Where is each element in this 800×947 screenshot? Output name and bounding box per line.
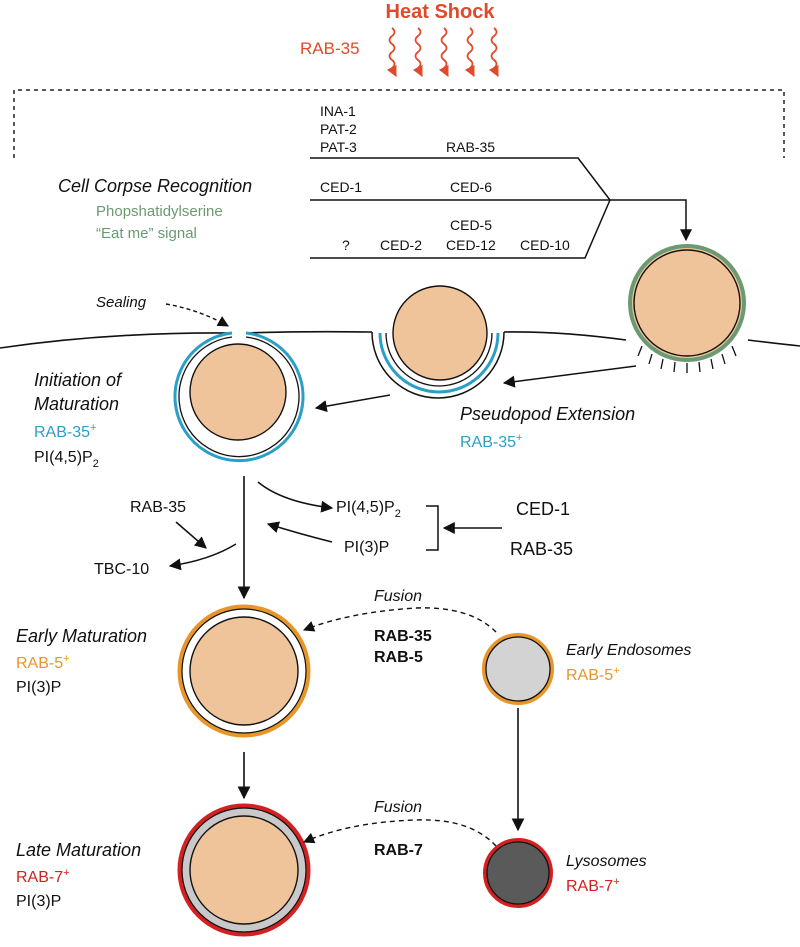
early-fusion-arrow [302, 607, 497, 633]
heat-shock-title: Heat Shock [386, 1, 496, 23]
tbc10-label: TBC-10 [94, 561, 149, 578]
late-maturation-group: Late Maturation RAB-7+ PI(3)P Fusion RAB… [16, 799, 647, 937]
fusion-rab7-label: RAB-7 [374, 842, 423, 859]
ina1-label: INA-1 [320, 103, 356, 119]
pat2-label: PAT-2 [320, 121, 357, 137]
unknown-label: ? [342, 237, 350, 253]
late-marker: RAB-7+ [16, 867, 70, 886]
pathway-to-corpse-arrow [610, 199, 692, 242]
lysosome-circle [483, 838, 553, 908]
to-tbc10-arrow [168, 543, 237, 571]
late-fusion-label: Fusion [374, 799, 422, 816]
rab35-left-label: RAB-35 [130, 499, 186, 516]
heat-squiggle-arrows [386, 27, 499, 77]
pi3p-label: PI(3)P [344, 539, 389, 556]
recognition-pathways: INA-1 PAT-2 PAT-3 RAB-35 Cell Corpse Rec… [58, 103, 692, 259]
corpse-to-pseudopod-arrow [502, 365, 637, 388]
plasma-membrane [0, 330, 800, 349]
heat-arrow-2 [412, 27, 423, 77]
ced2-label: CED-2 [380, 237, 422, 253]
ced10-label: CED-10 [520, 237, 570, 253]
sealing-label: Sealing [96, 294, 147, 311]
late-corpse-circle [189, 815, 299, 925]
late-title: Late Maturation [16, 840, 141, 860]
lysosome-label: Lysosomes [566, 853, 647, 870]
early-marker: RAB-5+ [16, 653, 70, 672]
engulfment-group: Sealing Pseudopod Extension RAB-35+ [0, 244, 800, 463]
heat-shock-group: Heat Shock RAB-35 [300, 1, 499, 77]
ced5-label: CED-5 [450, 217, 492, 233]
heat-arrow-4 [464, 27, 475, 77]
ced1-label: CED-1 [320, 179, 362, 195]
pathway-lines [310, 157, 692, 259]
fusion-rab35-label: RAB-35 [374, 628, 432, 645]
ced1-regulator-label: CED-1 [516, 499, 570, 519]
initiation-title-line1: Initiation of [34, 370, 123, 390]
receptor-spikes [637, 345, 737, 373]
pseudopod-cup [371, 285, 505, 399]
initiation-corpse-circle [189, 343, 287, 441]
initiation-title-line2: Maturation [34, 394, 119, 414]
ced12-label: CED-12 [446, 237, 496, 253]
fusion-rab5-label: RAB-5 [374, 649, 423, 666]
ced6-label: CED-6 [450, 179, 492, 195]
late-fusion-arrow [302, 819, 497, 847]
late-pip: PI(3)P [16, 893, 61, 910]
pi3p-to-phagosome-arrow [266, 521, 333, 543]
rab35-pathway-label: RAB-35 [446, 139, 495, 155]
early-endosome-circle [482, 633, 554, 705]
corpse-on-surface [628, 244, 746, 373]
pseudopod-to-initiation-arrow [314, 394, 391, 413]
pathway-line-1 [310, 157, 611, 201]
pip2-label: PI(4,5)P2 [336, 499, 401, 520]
initiation-marker: RAB-35+ [34, 422, 96, 441]
pathway-line-3 [310, 199, 611, 259]
recognition-title: Cell Corpse Recognition [58, 176, 252, 196]
pseudopod-label: Pseudopod Extension [460, 404, 635, 424]
early-title: Early Maturation [16, 626, 147, 646]
corpse-cell-circle [628, 244, 746, 362]
pseudopod-marker: RAB-35+ [460, 432, 522, 451]
regulation-bracket [426, 505, 439, 551]
ps-signal-line1: Phopshatidylserine [96, 203, 223, 220]
regulation-group: RAB-35 TBC-10 PI(4,5)P2 PI(3)P CED-1 RAB… [94, 476, 573, 600]
heat-arrow-3 [438, 27, 449, 77]
rab35-regulator-label: RAB-35 [510, 539, 573, 559]
early-endosome-label: Early Endosomes [566, 642, 691, 659]
rab35-to-tbc10-arrow [175, 521, 207, 549]
heat-arrow-1 [386, 27, 397, 77]
heat-arrow-5 [488, 27, 499, 77]
pat3-label: PAT-3 [320, 139, 357, 155]
early-endosome-marker: RAB-5+ [566, 665, 620, 684]
heat-shock-bracket [13, 89, 785, 158]
early-fusion-label: Fusion [374, 588, 422, 605]
early-pip: PI(3)P [16, 679, 61, 696]
initiation-labels: Initiation of Maturation RAB-35+ PI(4,5)… [34, 370, 123, 470]
early-corpse-circle [189, 616, 299, 726]
sealing-arrow [165, 303, 229, 327]
pseudopod-corpse-circle [392, 285, 488, 381]
to-pip2-arrow [257, 481, 334, 513]
ps-signal-line2: “Eat me” signal [96, 225, 197, 242]
early-maturation-group: Early Maturation RAB-5+ PI(3)P Fusion RA… [16, 588, 691, 738]
initiation-pip: PI(4,5)P2 [34, 449, 99, 470]
corpse-cell-outline [633, 249, 741, 357]
lysosome-marker: RAB-7+ [566, 876, 620, 895]
initiation-phagosome [173, 331, 305, 463]
heat-shock-rab35: RAB-35 [300, 39, 360, 58]
